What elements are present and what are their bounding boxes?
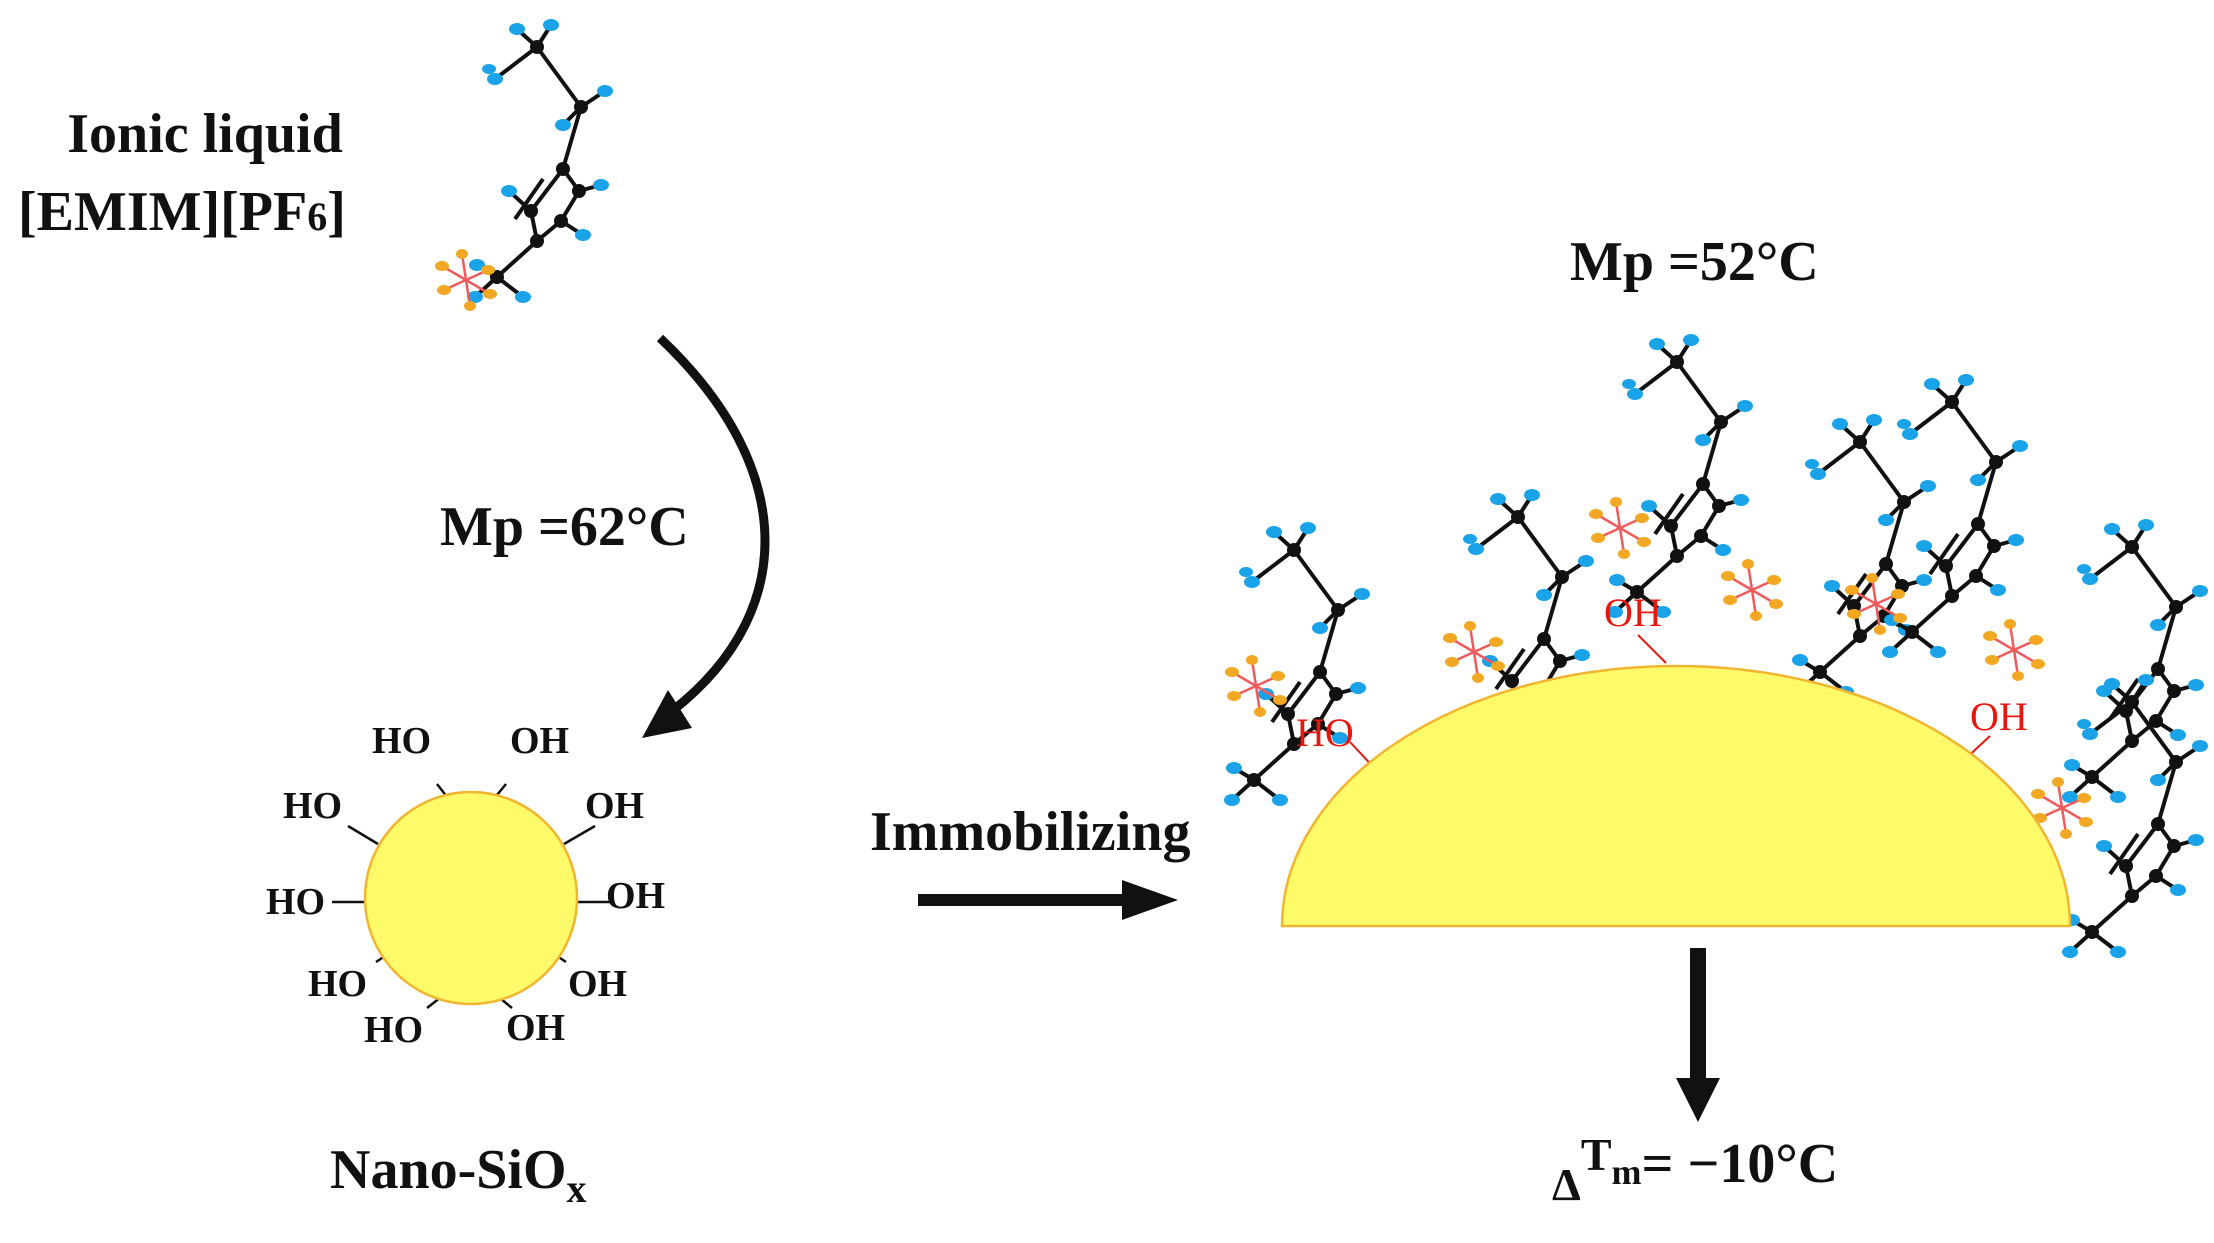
sphere-hydroxyl-label: HO bbox=[308, 963, 367, 1005]
dome-hydroxyl-label: HO bbox=[1296, 710, 1354, 755]
dome-hydroxyl-label: OH bbox=[1604, 590, 1662, 635]
sphere-hydroxyl-label: HO bbox=[266, 881, 325, 923]
sphere-hydroxyl-label: OH bbox=[510, 720, 569, 762]
sphere-hydroxyl-label: OH bbox=[585, 785, 644, 827]
ionic-liquid-formula: [EMIM][PF6] bbox=[18, 181, 346, 243]
immobilizing-arrow-head bbox=[1122, 880, 1178, 920]
sphere-hydroxyl-label: OH bbox=[606, 875, 665, 917]
sphere-hydroxyl-label: HO bbox=[283, 785, 342, 827]
sphere-hydroxyl-label: OH bbox=[568, 963, 627, 1005]
silica-dome bbox=[1280, 634, 2072, 928]
sphere-hydroxyl-label: HO bbox=[372, 720, 431, 762]
nano-siox-label: Nano-SiOx bbox=[330, 1139, 587, 1211]
sphere-hydroxyl-label: HO bbox=[364, 1009, 423, 1051]
dome-hydroxyl-label: OH bbox=[1970, 694, 2028, 739]
mp-62-label: Mp =62°C bbox=[440, 496, 689, 558]
curved-arrow bbox=[656, 334, 770, 724]
sphere-hydroxyl-labels: HO OH HO OH HO OH HO OH HO OH bbox=[266, 720, 665, 1051]
ionic-liquid-anion bbox=[433, 247, 499, 313]
nano-silica-sphere bbox=[332, 783, 611, 1009]
dome-hydroxyl-labels: HO OH OH bbox=[1296, 590, 2028, 755]
down-arrow-head bbox=[1676, 1078, 1720, 1122]
sphere-hydroxyl-label: OH bbox=[506, 1007, 565, 1049]
immobilizing-label: Immobilizing bbox=[870, 801, 1190, 863]
ionic-liquid-cation bbox=[465, 17, 615, 305]
delta-tm-label: ΔTm= −10°C bbox=[1552, 1129, 1838, 1210]
ionic-liquid-title: Ionic liquid bbox=[67, 103, 342, 165]
curved-arrow-head bbox=[642, 690, 692, 738]
mp-52-label: Mp =52°C bbox=[1570, 231, 1819, 293]
